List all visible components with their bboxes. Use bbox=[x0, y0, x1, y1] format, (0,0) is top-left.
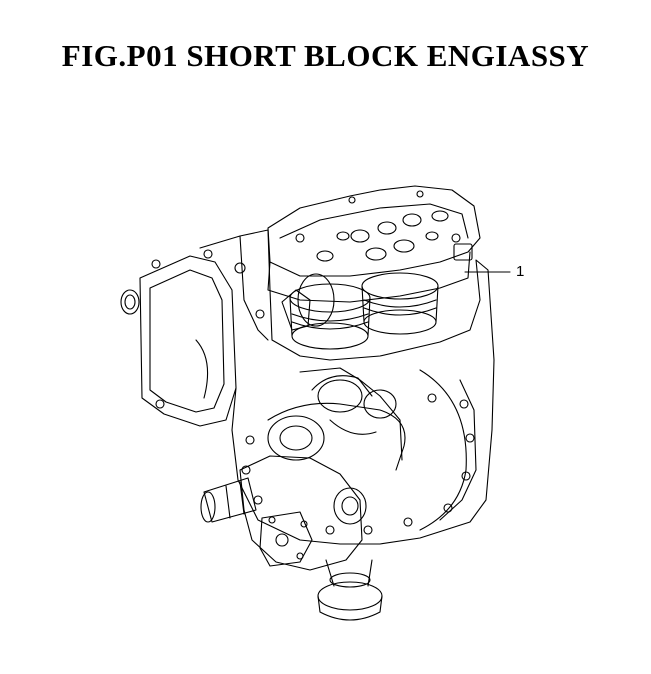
crankcase bbox=[199, 229, 495, 545]
front-housing bbox=[200, 455, 367, 571]
oil-strainer bbox=[317, 559, 383, 621]
figure-title: FIG.P01 SHORT BLOCK ENGIASSY bbox=[61, 38, 590, 73]
cylinder-head bbox=[267, 185, 481, 303]
gear-cover bbox=[120, 249, 237, 427]
callout-number-1: 1 bbox=[516, 263, 525, 280]
crankshaft bbox=[267, 375, 406, 471]
pistons bbox=[289, 272, 439, 350]
